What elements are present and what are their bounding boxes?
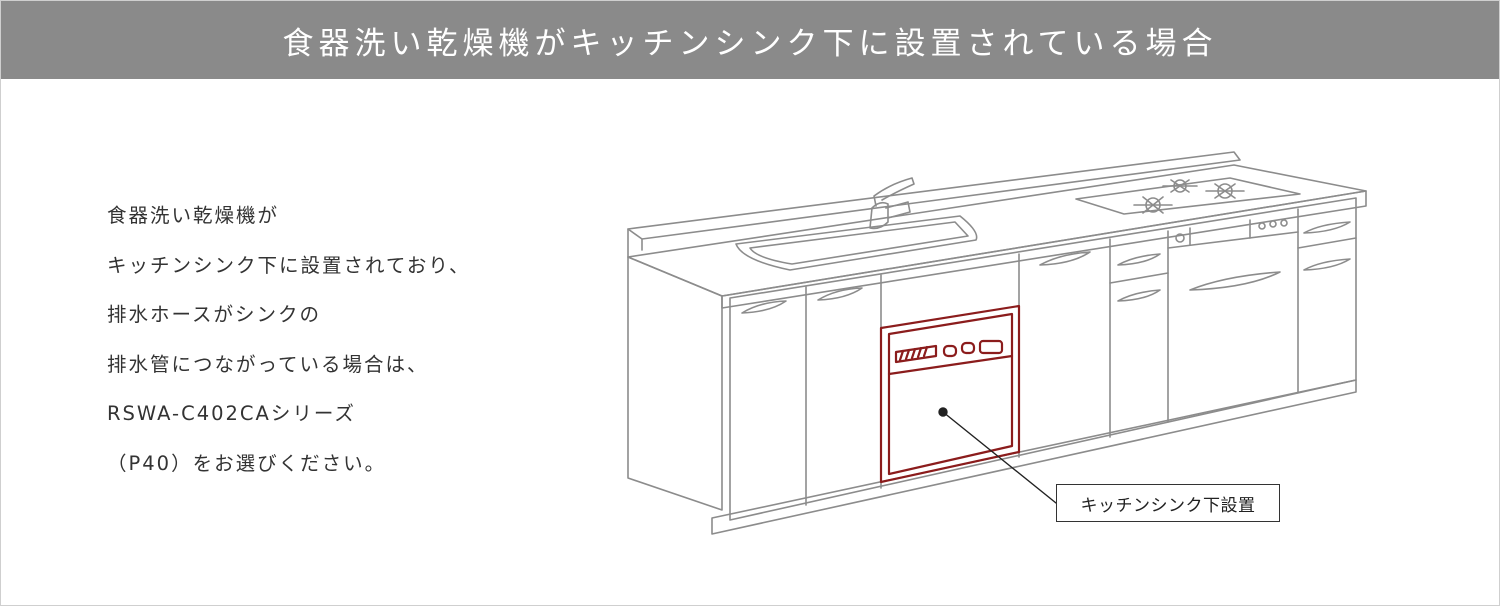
door-handles [741,221,1351,314]
page-title-bar: 食器洗い乾燥機がキッチンシンク下に設置されている場合 [1,1,1499,79]
description-line: 排水ホースがシンクの [107,303,322,327]
description-line: 食器洗い乾燥機が [107,204,280,227]
callout-label: キッチンシンク下設置 [1080,495,1256,516]
faucet-icon [869,177,915,230]
burner-icon [1162,179,1198,193]
description-line: RSWA-C402CAシリーズ [107,402,356,426]
burner-icon [1205,183,1245,199]
callout-leader [938,407,1057,504]
page-title: 食器洗い乾燥機がキッチンシンク下に設置されている場合 [282,25,1218,62]
sink [735,215,978,271]
burner-icon [1133,196,1173,214]
description-line: キッチンシンク下に設置されており、 [107,253,471,277]
description-line: （P40）をお選びください。 [107,451,387,475]
callout-label-box: キッチンシンク下設置 [1056,484,1280,522]
backsplash [627,151,1241,258]
dishwasher-highlight [879,304,1021,484]
description-text: 食器洗い乾燥機が キッチンシンク下に設置されており、 排水ホースがシンクの 排水… [107,196,577,494]
left-side-panel [627,256,723,511]
cooktop [1075,177,1301,215]
description-line: 排水管につながっている場合は、 [107,352,429,376]
